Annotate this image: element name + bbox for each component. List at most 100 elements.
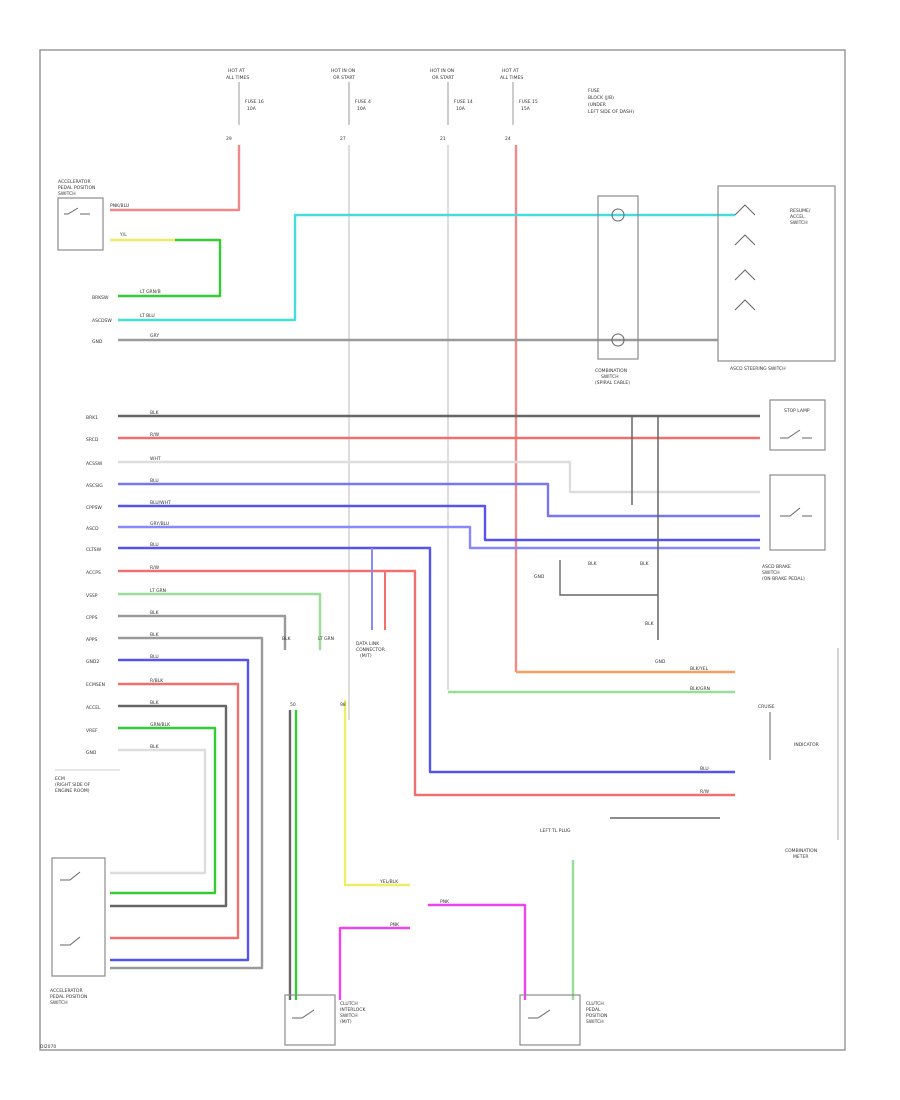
diagram-frame: [39, 49, 846, 1051]
wire-white-3: [118, 460, 760, 494]
svg-text:ACSSW: ACSSW: [86, 461, 103, 467]
svg-text:GND: GND: [534, 574, 545, 580]
svg-text:SWITCH: SWITCH: [340, 1013, 358, 1019]
fuse-1-amp: 10A: [247, 106, 257, 112]
left-tl-plug: LEFT TL PLUG: [540, 817, 720, 834]
pin-label: 21: [440, 136, 446, 142]
fuse-4-line2: ALL TIMES: [500, 75, 523, 81]
svg-text:PEDAL POSITION: PEDAL POSITION: [50, 994, 87, 1000]
svg-text:BLK: BLK: [150, 632, 160, 638]
svg-text:BLU: BLU: [150, 654, 159, 660]
svg-text:BLK: BLK: [150, 410, 160, 416]
svg-text:PEDAL: PEDAL: [586, 1007, 601, 1013]
fuse-3-line2: OR START: [432, 75, 454, 81]
fuse-3-number: FUSE 14: [454, 99, 473, 105]
svg-text:R/W: R/W: [150, 432, 160, 438]
svg-text:ASCD BRAKE: ASCD BRAKE: [762, 564, 791, 570]
svg-text:CPPSW: CPPSW: [86, 505, 102, 511]
svg-text:CLUTCH: CLUTCH: [586, 1001, 604, 1007]
svg-text:SWITCH: SWITCH: [58, 191, 76, 197]
svg-text:APPS: APPS: [86, 637, 98, 643]
data-link-connector: DATA LINK CONNECTOR (M/T): [356, 548, 386, 659]
svg-text:98: 98: [340, 702, 346, 708]
fuse-2-line1: HOT IN ON: [331, 68, 355, 74]
stop-lamp-switch: STOP LAMP: [769, 399, 826, 451]
svg-text:GRY/BLU: GRY/BLU: [150, 521, 169, 527]
clutch-interlock-switch: CLUTCH INTERLOCK SWITCH (M/T): [284, 994, 366, 1046]
fuse-1-line1: HOT AT: [228, 68, 245, 74]
svg-text:STOP LAMP: STOP LAMP: [784, 408, 810, 414]
svg-text:(M/T): (M/T): [340, 1019, 352, 1025]
combination-switch-spiral: COMBINATION SWITCH (SPIRAL CABLE): [595, 195, 639, 386]
svg-text:(ON BRAKE PEDAL): (ON BRAKE PEDAL): [762, 576, 805, 582]
fuse-2-amp: 10A: [357, 106, 367, 112]
svg-text:POSITION: POSITION: [586, 1013, 607, 1019]
fuse-block-note: FUSE BLOCK (J/B) (UNDER LEFT SIDE OF DAS…: [588, 88, 634, 115]
svg-text:ACCELERATOR: ACCELERATOR: [50, 988, 83, 994]
svg-text:BLU: BLU: [700, 766, 709, 772]
wire-blue-7: [118, 546, 735, 774]
svg-text:BLK: BLK: [150, 610, 160, 616]
svg-text:(SPIRAL CABLE): (SPIRAL CABLE): [595, 380, 630, 386]
wire-blue-5: [118, 504, 760, 542]
svg-text:SWITCH: SWITCH: [790, 220, 808, 226]
svg-text:PEDAL POSITION: PEDAL POSITION: [58, 185, 95, 191]
pin-label: 24: [505, 136, 511, 142]
fuse-4-amp: 15A: [521, 106, 531, 112]
svg-text:VREF: VREF: [86, 728, 98, 734]
bus-wires: [118, 414, 760, 797]
fuse-4: HOT AT ALL TIMES FUSE 15 15A: [500, 68, 538, 125]
svg-text:PNK: PNK: [440, 899, 450, 905]
svg-text:ENGINE ROOM): ENGINE ROOM): [55, 788, 90, 794]
svg-text:COMBINATION: COMBINATION: [595, 368, 627, 374]
ecm-label: ECM (RIGHT SIDE OF ENGINE ROOM): [55, 769, 120, 794]
svg-text:ASCDSW: ASCDSW: [92, 318, 112, 324]
svg-text:ACCPS: ACCPS: [86, 570, 101, 576]
pin-label: 27: [340, 136, 346, 142]
fuse-1: HOT AT ALL TIMES FUSE 16 10A: [226, 68, 264, 125]
svg-text:SWITCH: SWITCH: [762, 570, 780, 576]
svg-text:INTERLOCK: INTERLOCK: [340, 1007, 366, 1013]
svg-text:FUSE: FUSE: [588, 88, 600, 94]
wire-green-accel: [118, 238, 222, 298]
svg-text:GRN/BLK: GRN/BLK: [150, 722, 171, 728]
svg-text:(UNDER: (UNDER: [588, 102, 606, 108]
svg-text:BLK: BLK: [645, 621, 655, 627]
accel-pedal-switch: ACCELERATOR PEDAL POSITION SWITCH PNK/BL…: [57, 179, 129, 251]
fuse-4-line1: HOT AT: [502, 68, 519, 74]
svg-text:GND2: GND2: [86, 659, 99, 665]
svg-text:ACCELERATOR: ACCELERATOR: [58, 179, 91, 185]
clutch-wires: [288, 700, 575, 1000]
combination-meter: CRUISE INDICATOR COMBINATION METER: [758, 648, 839, 860]
ecm-pin-column: BRK1 SRCD ACSSW ASCSIG CPPSW ASCD CLTSW …: [86, 415, 105, 756]
wire-label: Y/L: [119, 232, 127, 238]
svg-text:BLU: BLU: [150, 478, 159, 484]
fuse-1-line2: ALL TIMES: [226, 75, 249, 81]
svg-text:R/W: R/W: [150, 565, 160, 571]
svg-text:GND: GND: [86, 750, 97, 756]
svg-text:BLK/GRN: BLK/GRN: [690, 686, 710, 692]
svg-text:GND: GND: [655, 659, 666, 665]
fuse-2-line2: OR START: [333, 75, 355, 81]
svg-text:BRKSW: BRKSW: [92, 295, 109, 301]
wire-label: LT GRN/B: [140, 289, 161, 295]
svg-text:ASCSIG: ASCSIG: [86, 483, 103, 489]
wire-label: LT BLU: [140, 313, 155, 319]
svg-text:BLOCK (J/B): BLOCK (J/B): [588, 95, 614, 101]
page-id: DI2070: [40, 1044, 56, 1050]
svg-text:R/BLK: R/BLK: [150, 678, 164, 684]
svg-text:LT GRN: LT GRN: [150, 588, 166, 594]
svg-text:50: 50: [290, 702, 296, 708]
svg-text:LEFT TL PLUG: LEFT TL PLUG: [540, 828, 571, 834]
fuse-3-amp: 10A: [456, 106, 466, 112]
svg-text:BLK/YEL: BLK/YEL: [690, 666, 709, 672]
svg-text:BRK1: BRK1: [86, 415, 98, 421]
fuse-3-line1: HOT IN ON: [430, 68, 454, 74]
svg-text:CONNECTOR: CONNECTOR: [356, 647, 385, 653]
svg-text:R/W: R/W: [700, 789, 710, 795]
fuse-1-number: FUSE 16: [245, 99, 264, 105]
wire-cyan-asc: [118, 213, 735, 322]
svg-text:LEFT SIDE OF DASH): LEFT SIDE OF DASH): [588, 109, 634, 115]
wire-red-8: [118, 569, 735, 797]
